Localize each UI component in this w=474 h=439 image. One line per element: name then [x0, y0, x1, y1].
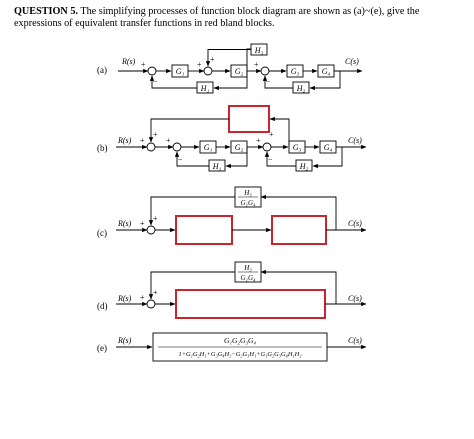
summing-junction-b2 [172, 142, 182, 152]
diagram-c: (c) R(s) C(s) H₃ G₁G₄ + + [97, 186, 367, 245]
block-a-h1 [196, 81, 214, 94]
svg-text:+: + [140, 219, 145, 228]
input-label-d: R(s) [117, 294, 132, 303]
svg-text:−: − [178, 155, 183, 164]
output-label-c: C(s) [348, 219, 362, 228]
svg-text:G₂: G₂ [235, 67, 244, 76]
label-b: (b) [97, 143, 108, 153]
question-body: The simplifying processes of function bl… [14, 6, 420, 29]
block-b-h1 [208, 159, 226, 172]
output-label-a: C(s) [345, 57, 359, 66]
svg-text:+: + [140, 136, 145, 145]
answer-box-c2 [271, 215, 327, 245]
svg-text:G₂: G₂ [235, 143, 244, 152]
svg-text:H₂: H₂ [299, 162, 309, 171]
svg-text:+: + [210, 55, 215, 64]
summing-junction-d1 [146, 299, 156, 309]
svg-text:+: + [141, 60, 146, 69]
svg-text:G₄: G₄ [322, 67, 331, 76]
diagram-d: (d) R(s) C(s) H₃ G₁G₄ + + [97, 261, 367, 319]
label-a: (a) [97, 65, 107, 75]
input-label-b: R(s) [117, 136, 132, 145]
svg-text:H₂: H₂ [296, 84, 306, 93]
label-e: (e) [97, 343, 107, 353]
diagram-a: (a) R(s) C(s) G₁ G₂ G₃ G₄ H₃ H₁ [97, 43, 363, 94]
summing-junction-a3 [260, 66, 270, 76]
output-label-b: C(s) [348, 136, 362, 145]
transfer-numerator-e: G₁G₂G₃G₄ [224, 336, 256, 345]
input-label-c: R(s) [117, 219, 132, 228]
svg-text:+: + [197, 60, 202, 69]
summing-junction-b3 [262, 142, 272, 152]
svg-text:+: + [153, 214, 158, 223]
diagram-b: (b) R(s) C(s) G₁ G₂ G₃ G₄ H₁ H₂ [97, 105, 367, 172]
svg-text:+: + [269, 130, 274, 139]
question-label: QUESTION 5. [14, 6, 78, 17]
svg-text:H₃: H₃ [254, 46, 264, 55]
svg-text:G₁G₄: G₁G₄ [241, 274, 257, 282]
svg-text:H₁: H₁ [200, 84, 210, 93]
svg-text:−: − [268, 155, 273, 164]
svg-text:G₁: G₁ [204, 143, 213, 152]
label-c: (c) [97, 228, 107, 238]
svg-text:H₃: H₃ [243, 189, 252, 197]
svg-text:G₁: G₁ [176, 67, 185, 76]
svg-text:+: + [254, 60, 259, 69]
svg-text:+: + [153, 130, 158, 139]
input-label-e: R(s) [117, 336, 132, 345]
input-label-a: R(s) [121, 57, 136, 66]
answer-box-b [228, 105, 270, 133]
svg-text:H₃: H₃ [243, 264, 252, 272]
svg-text:H₁: H₁ [212, 162, 222, 171]
label-d: (d) [97, 301, 108, 311]
output-label-d: C(s) [348, 294, 362, 303]
summing-junction-b1 [146, 142, 156, 152]
transfer-denominator-e: 1+G₁G₂H₁+G₃G₄H₂−G₂G₃H₁+G₁G₂G₃G₄H₁H₂ [179, 351, 303, 358]
output-label-e: C(s) [348, 336, 362, 345]
answer-box-d [175, 289, 326, 319]
summing-junction-a2 [203, 66, 213, 76]
summing-junction-c1 [146, 225, 156, 235]
svg-text:+: + [256, 136, 261, 145]
svg-text:+: + [140, 293, 145, 302]
svg-text:+: + [153, 288, 158, 297]
diagram-e: (e) R(s) C(s) G₁G₂G₃G₄ 1+G₁G₂H₁+G₃G₄H₂−G… [97, 332, 367, 362]
block-b-h2 [295, 159, 313, 172]
svg-text:−: − [153, 77, 158, 86]
summing-junction-a1 [147, 66, 157, 76]
svg-text:G₁G₄: G₁G₄ [241, 199, 257, 207]
answer-box-c1 [175, 215, 233, 245]
block-a-h2 [292, 81, 310, 94]
svg-text:G₃: G₃ [291, 67, 300, 76]
svg-text:−: − [266, 77, 271, 86]
question-text: QUESTION 5. The simplifying processes of… [14, 6, 464, 30]
svg-text:G₄: G₄ [324, 143, 333, 152]
svg-text:G₃: G₃ [293, 143, 302, 152]
svg-text:+: + [166, 136, 171, 145]
